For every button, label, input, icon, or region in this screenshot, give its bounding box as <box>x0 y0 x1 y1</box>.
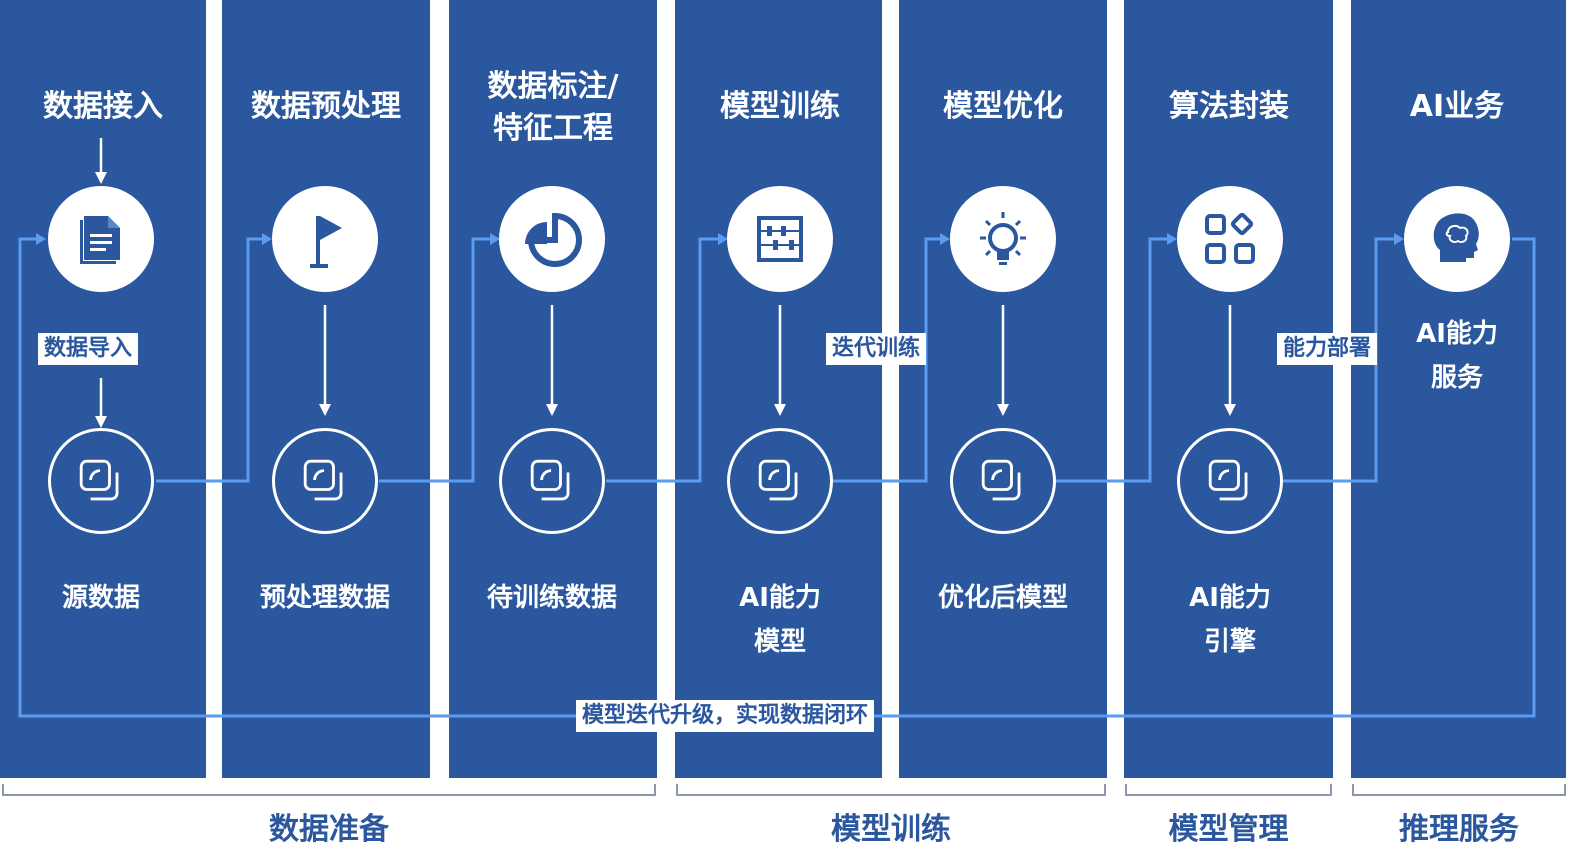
output-label: 优化后模型 <box>937 583 1068 613</box>
column-title: AI业务 <box>1409 89 1505 124</box>
stage-label: 数据准备 <box>269 812 389 847</box>
flag-icon <box>272 186 378 292</box>
stage-label: 模型训练 <box>831 812 951 847</box>
output-label: 源数据 <box>61 583 140 613</box>
layers-icon <box>1177 428 1283 534</box>
column-title: 数据预处理 <box>251 89 401 124</box>
data-import-tag: 数据导入 <box>38 333 139 365</box>
abacus-icon <box>727 186 833 292</box>
column-title: 模型训练 <box>720 89 840 124</box>
output-label: AI能力 服务 <box>1416 319 1498 393</box>
layers-icon <box>499 428 605 534</box>
column-title: 算法封装 <box>1169 89 1289 124</box>
layers-icon <box>950 428 1056 534</box>
stage-label: 推理服务 <box>1399 812 1519 847</box>
layers-icon <box>272 428 378 534</box>
layers-icon <box>727 428 833 534</box>
lightbulb-icon <box>950 186 1056 292</box>
column-panel <box>1351 0 1566 778</box>
column-title: 模型优化 <box>943 89 1063 124</box>
apps-grid-icon <box>1177 186 1283 292</box>
column-title: 数据标注/ 特征工程 <box>487 69 619 146</box>
brain-head-icon <box>1404 186 1510 292</box>
stage-bracket <box>1125 784 1332 796</box>
stage-bracket <box>1352 784 1566 796</box>
output-label: AI能力 模型 <box>739 583 821 657</box>
output-label: 待训练数据 <box>486 583 617 613</box>
column-panel <box>675 0 882 778</box>
feedback-loop-label: 模型迭代升级，实现数据闭环 <box>576 700 875 732</box>
column-panel <box>0 0 206 778</box>
stage-bracket <box>676 784 1106 796</box>
capability-deploy-tag: 能力部署 <box>1277 333 1378 365</box>
column-panel <box>1124 0 1333 778</box>
output-label: 预处理数据 <box>259 583 390 613</box>
layers-icon <box>48 428 154 534</box>
pie-chart-icon <box>499 186 605 292</box>
stage-label: 模型管理 <box>1168 812 1289 847</box>
stage-bracket <box>2 784 656 796</box>
column-title: 数据接入 <box>43 89 163 124</box>
output-label: AI能力 引擎 <box>1189 583 1271 657</box>
document-icon <box>48 186 154 292</box>
iterative-training-tag: 迭代训练 <box>826 333 927 365</box>
